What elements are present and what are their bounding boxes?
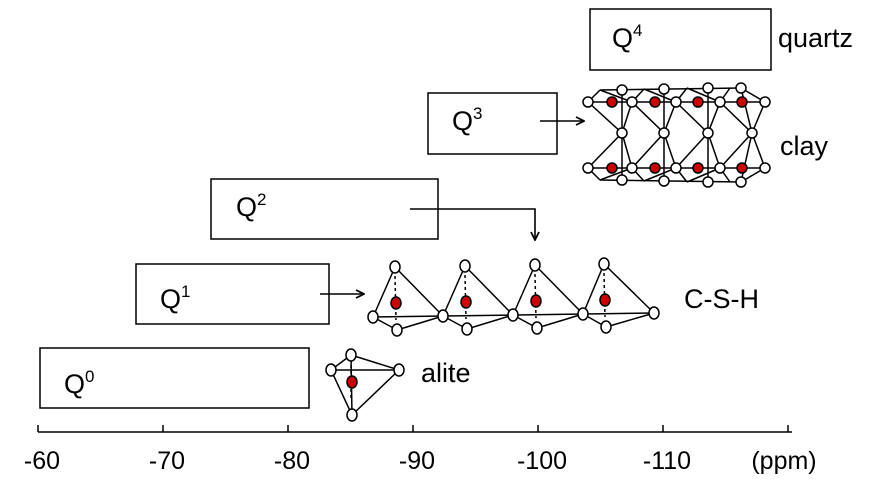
oxygen-atom — [600, 320, 612, 334]
q2-label: Q2 — [236, 190, 266, 222]
silicon-atom — [736, 162, 748, 174]
csh-chain — [367, 257, 660, 337]
tick-label: -90 — [399, 447, 435, 475]
clay-label: clay — [780, 131, 829, 161]
silicon-atom — [692, 162, 704, 174]
tick-label: -80 — [274, 447, 310, 475]
oxygen-atom — [714, 96, 726, 108]
alite-label: alite — [421, 358, 471, 388]
q4-range-box — [589, 8, 772, 71]
silicon-atom — [606, 162, 618, 174]
ppm-axis: -60 -70 -80 -90 -100 -110 (ppm) — [24, 425, 817, 475]
range-boxes — [39, 8, 772, 409]
oxygen-atom — [648, 306, 660, 320]
oxygen-atom — [346, 408, 358, 422]
oxygen-atom — [735, 176, 747, 188]
q3-range-box — [427, 92, 558, 155]
oxygen-atom — [529, 258, 541, 272]
oxygen-atom — [582, 96, 594, 108]
oxygen-atom — [759, 162, 771, 174]
oxygen-atom — [459, 259, 471, 273]
silicon-atom — [692, 96, 704, 108]
q0-label: Q0 — [64, 367, 94, 399]
oxygen-atom — [626, 162, 638, 174]
q3-label: Q3 — [452, 104, 482, 136]
oxygen-atom — [389, 260, 401, 274]
silicon-atom — [460, 295, 472, 309]
axis-unit: (ppm) — [751, 447, 816, 475]
q1-label: Q1 — [160, 282, 190, 314]
oxygen-atom — [735, 82, 747, 94]
silicon-atom — [599, 293, 611, 307]
q0-range-box — [39, 347, 310, 409]
quartz-label: quartz — [778, 23, 853, 53]
tick-label: -70 — [149, 447, 185, 475]
oxygen-atom — [616, 174, 628, 186]
oxygen-atom — [714, 162, 726, 174]
tick-label: -110 — [643, 447, 691, 475]
tick-label: -60 — [24, 447, 60, 475]
oxygen-atom — [658, 127, 670, 139]
alite-tetrahedron — [325, 348, 405, 422]
silicon-atom — [649, 96, 661, 108]
oxygen-atom — [670, 162, 682, 174]
tick-label: -100 — [517, 447, 567, 475]
oxygen-atom — [616, 127, 628, 139]
oxygen-atom — [461, 322, 473, 336]
silicon-atom — [390, 296, 402, 310]
oxygen-atom — [391, 323, 403, 337]
oxygen-atom — [507, 308, 519, 322]
oxygen-atom — [658, 83, 670, 95]
oxygen-atom — [702, 127, 714, 139]
silicon-atom — [606, 96, 618, 108]
oxygen-atom — [393, 363, 405, 377]
oxygen-atom — [582, 162, 594, 174]
oxygen-atom — [345, 348, 357, 362]
q2-arrow — [410, 208, 535, 240]
clay-sheet — [582, 82, 771, 188]
oxygen-atom — [367, 310, 379, 324]
silicon-atom — [736, 96, 748, 108]
oxygen-atom — [626, 96, 638, 108]
oxygen-atom — [702, 176, 714, 188]
oxygen-atom — [759, 96, 771, 108]
oxygen-atom — [670, 96, 682, 108]
oxygen-atom — [577, 307, 589, 321]
silicon-atom — [346, 375, 358, 389]
oxygen-atom — [658, 175, 670, 187]
oxygen-atom — [531, 321, 543, 335]
oxygen-atom — [437, 309, 449, 323]
silicon-atom — [530, 294, 542, 308]
silicon-atom — [649, 162, 661, 174]
q4-label: Q4 — [612, 21, 642, 53]
arrows — [320, 121, 584, 294]
oxygen-atom — [616, 84, 628, 96]
oxygen-atom — [325, 363, 337, 377]
oxygen-atom — [702, 82, 714, 94]
oxygen-atom — [598, 257, 610, 271]
csh-label: C-S-H — [684, 284, 759, 314]
oxygen-atom — [746, 127, 758, 139]
